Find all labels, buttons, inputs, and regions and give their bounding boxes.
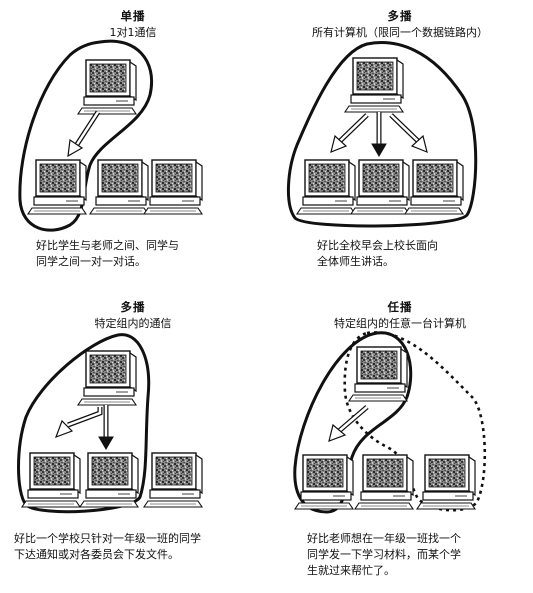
group-outline (17, 333, 151, 514)
multicast-panel: 多播 特定组内的通信 好比一个学校只针对一年级一班的同学 下达通知或对各委员会下… (0, 297, 266, 593)
group-outline (18, 39, 153, 232)
group-outline (286, 41, 478, 228)
unicast-diagram (18, 39, 203, 232)
panel-subtitle: 特定组内的任意一台计算机 (334, 317, 466, 330)
panel-subtitle: 特定组内的通信 (94, 317, 172, 330)
arrow-icon (389, 113, 428, 153)
computer-icon (416, 454, 476, 510)
computer-icon (27, 159, 87, 215)
computer-icon (344, 57, 404, 113)
computer-icon (79, 452, 139, 508)
computer-icon (143, 452, 203, 508)
computer-icon (77, 350, 137, 406)
computer-icon (21, 452, 81, 508)
panel-title: 单播 (120, 9, 146, 23)
computer-icon (143, 159, 203, 215)
computer-icon (404, 159, 464, 215)
panel-subtitle: 所有计算机（限同一个数据链路内） (312, 26, 488, 39)
arrow-icon (98, 405, 114, 450)
panel-caption: 好比全校早会上校长面向 全体师生讲话。 (317, 239, 438, 268)
panel-caption: 好比一个学校只针对一年级一班的同学 下达通知或对各委员会下发文件。 (14, 532, 201, 561)
arrow-icon (328, 405, 369, 442)
anycast-panel: 任播 特定组内的任意一台计算机 好比老师想在一年级一班找一个 同学发一下学习材料… (267, 297, 533, 593)
anycast-diagram (293, 331, 487, 514)
panel-title: 任播 (387, 300, 413, 314)
panel-caption: 好比学生与老师之间、同学与 同学之间一对一对话。 (36, 239, 179, 268)
arrow-icon (371, 112, 387, 157)
computer-icon (354, 454, 414, 510)
computer-icon (89, 159, 149, 215)
panel-title: 多播 (120, 300, 146, 314)
group-outline-dotted (343, 331, 487, 512)
broadcast-diagram (286, 41, 478, 228)
panel-title: 多播 (387, 9, 413, 23)
computer-icon (350, 159, 410, 215)
computer-icon (348, 346, 408, 402)
broadcast-panel: 多播 所有计算机（限同一个数据链路内） 好比全校早会上校长面向 全体师生讲话。 (267, 0, 533, 296)
unicast-panel: 单播 1对1通信 好比学生与老师之间、同学与 同学之间一对一对话。 (0, 0, 266, 296)
arrow-icon (67, 110, 101, 158)
panel-caption: 好比老师想在一年级一班找一个 同学发一下学习材料，而某个学 生就过来帮忙了。 (307, 532, 461, 577)
multicast-diagram (17, 333, 203, 514)
computer-icon (77, 59, 137, 115)
panel-subtitle: 1对1通信 (109, 26, 157, 39)
computer-icon (296, 159, 356, 215)
arrow-icon (330, 113, 369, 153)
arrow-icon (54, 407, 103, 439)
